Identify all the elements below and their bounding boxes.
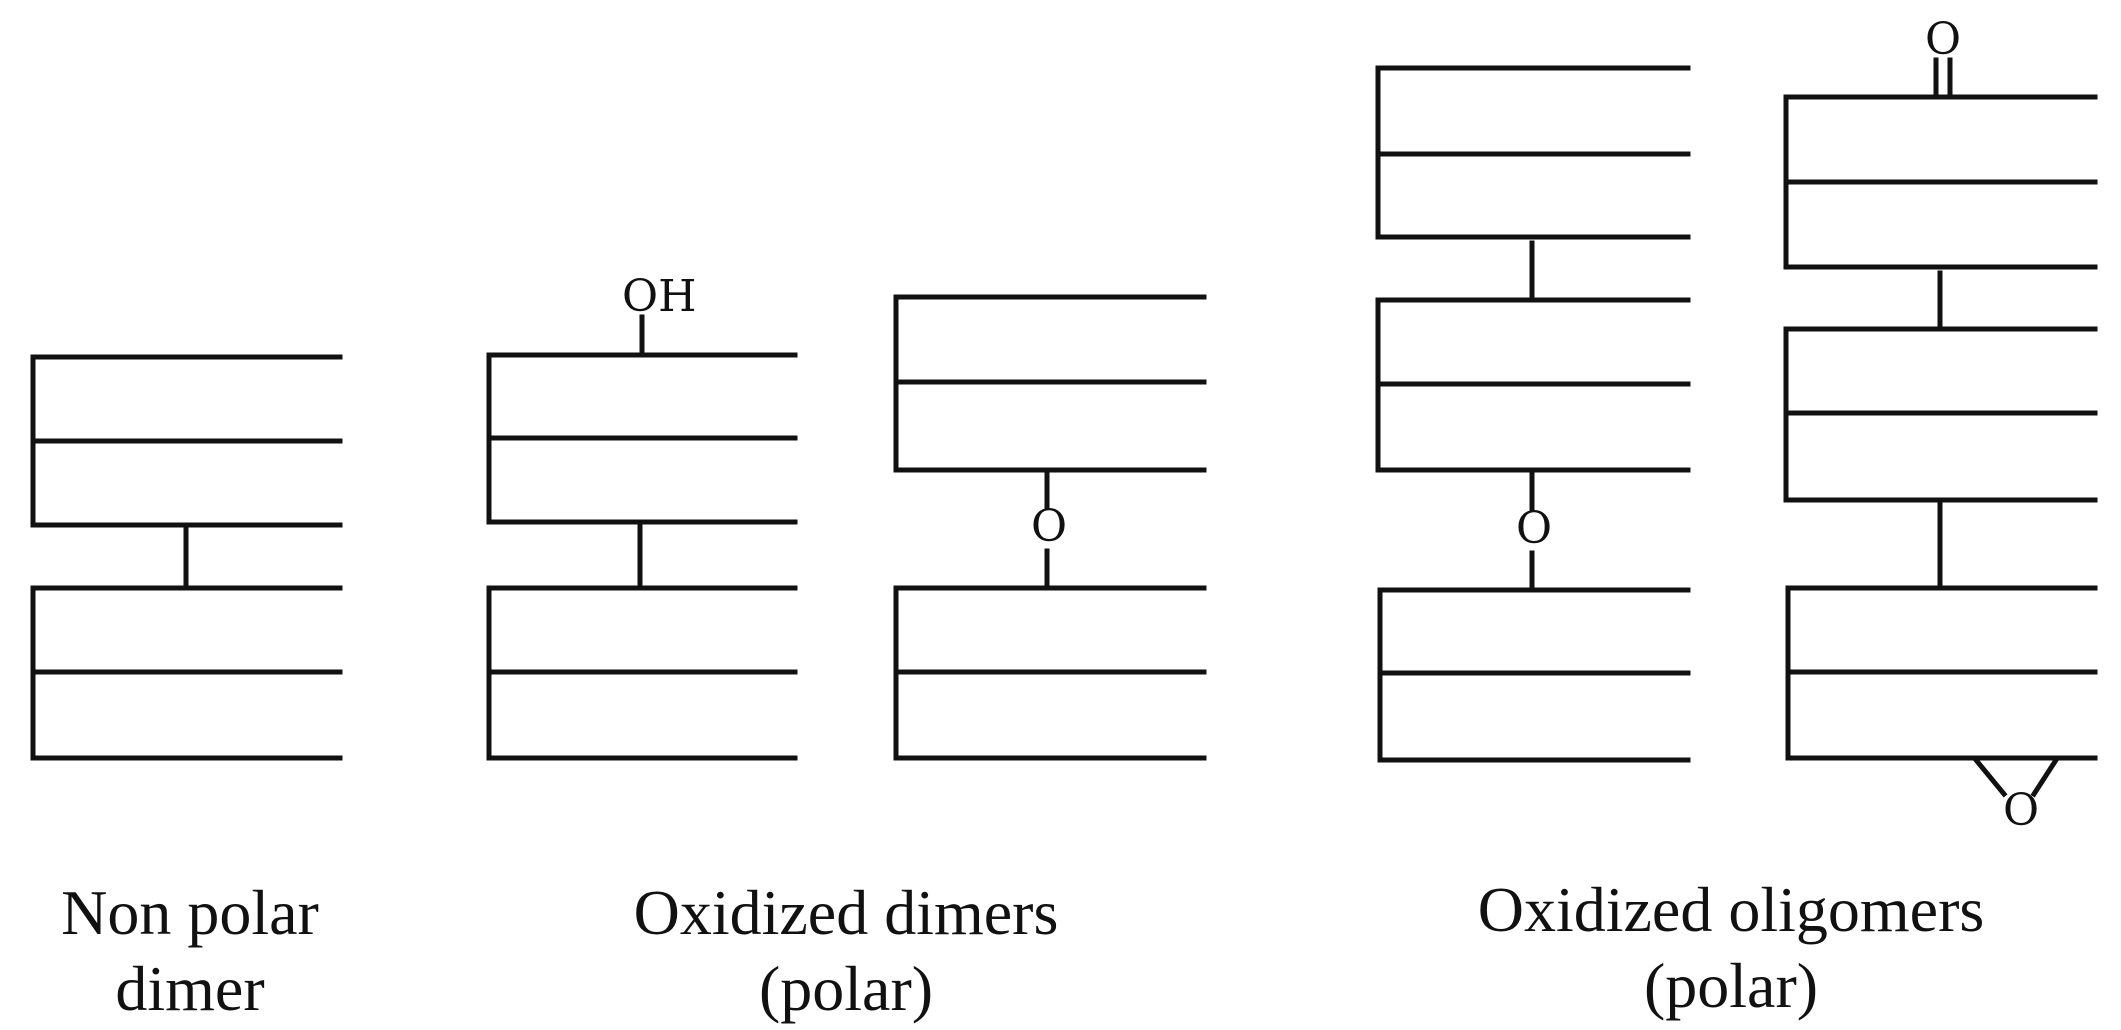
fatty-acid-block-bottom (1377, 587, 1691, 763)
hydroxyl-label: OH (622, 271, 696, 322)
fatty-acid-block-top (486, 352, 798, 525)
epoxide-bond-right (2030, 756, 2060, 798)
ether-trimer-structure: O (1375, 65, 1691, 763)
fatty-acid-block-bottom (30, 585, 343, 761)
caption-line-1: Non polar (61, 877, 319, 948)
fatty-acid-block-top (1783, 94, 2098, 270)
hydroxy-dimer-structure: OH (486, 271, 798, 761)
caption-line-1: Oxidized oligomers (1477, 874, 1985, 945)
fatty-acid-block-bottom (486, 585, 798, 761)
ether-oxygen-label: O (1516, 503, 1552, 554)
ether-oxygen-label: O (1031, 501, 1067, 552)
caption-line-1: Oxidized dimers (633, 877, 1059, 948)
fatty-acid-block-top (30, 354, 343, 528)
carbonyl-epoxide-trimer-structure: O O (1783, 14, 2098, 836)
fatty-acid-block-middle (1375, 297, 1691, 473)
fatty-acid-block-bottom (1785, 585, 2098, 761)
oxidized-dimers-caption: Oxidized dimers (polar) (546, 875, 1146, 1027)
carbonyl-oxygen-label: O (1925, 14, 1961, 65)
oxidized-oligomers-caption: Oxidized oligomers (polar) (1411, 872, 2051, 1024)
epoxide-bond-left (1972, 756, 2008, 798)
ether-dimer-structure: O (893, 294, 1207, 761)
fatty-acid-block-middle (1783, 326, 2098, 503)
non-polar-dimer-structure (30, 354, 343, 761)
caption-line-2: dimer (115, 953, 265, 1024)
caption-line-2: (polar) (758, 953, 934, 1024)
epoxide-oxygen-label: O (2003, 785, 2039, 836)
fatty-acid-block-top (1375, 65, 1691, 240)
fatty-acid-block-top (893, 294, 1207, 473)
caption-line-2: (polar) (1643, 950, 1819, 1021)
fatty-acid-block-bottom (893, 585, 1207, 761)
non-polar-dimer-caption: Non polar dimer (0, 875, 380, 1027)
